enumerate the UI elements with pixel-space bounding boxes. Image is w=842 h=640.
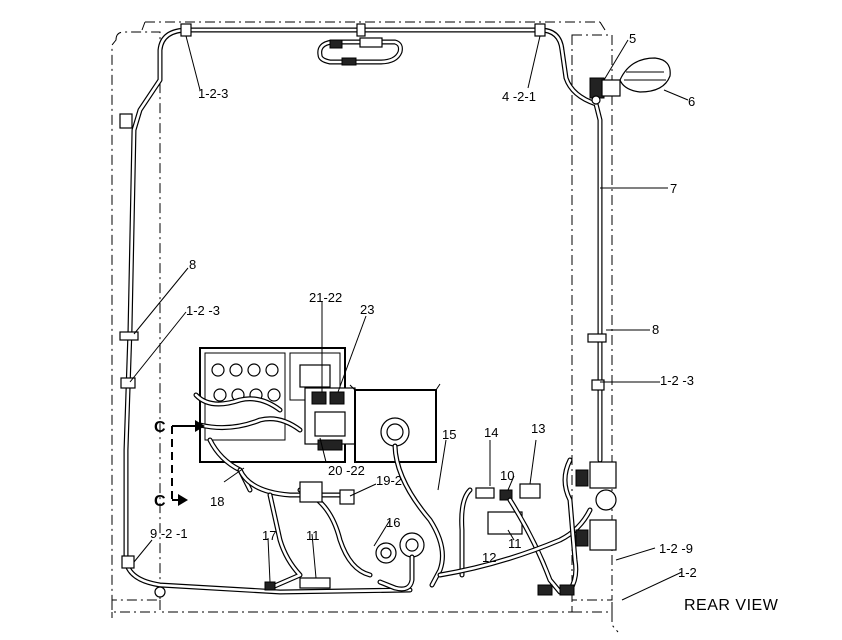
callout-10: 10 bbox=[500, 468, 514, 483]
cabinet-outline bbox=[111, 21, 619, 633]
section-c-markers bbox=[171, 420, 205, 506]
callout-21-22: 21-22 bbox=[309, 290, 342, 305]
view-title: REAR VIEW bbox=[684, 597, 779, 614]
callout-7: 7 bbox=[670, 181, 677, 196]
leader-lines bbox=[129, 35, 689, 601]
middle-harness bbox=[237, 467, 355, 591]
callout-13: 13 bbox=[531, 421, 545, 436]
callout-1-2: 1-2 bbox=[678, 565, 697, 580]
callout-9-2-1: 9 -2 -1 bbox=[150, 526, 188, 541]
section-marker-c-bottom: C bbox=[154, 493, 166, 510]
right-components bbox=[154, 457, 617, 598]
callout-17: 17 bbox=[262, 528, 276, 543]
callout-8-right: 8 bbox=[652, 322, 659, 337]
callout-12: 12 bbox=[482, 550, 496, 565]
callout-19-2: 19-2 bbox=[376, 473, 402, 488]
callout-8-left: 8 bbox=[189, 257, 196, 272]
callout-labels: 1-2-3 4 -2-1 5 6 7 8 1-2 -3 8 1-2 -3 21-… bbox=[150, 31, 779, 614]
pump-housing bbox=[349, 383, 445, 588]
light-assembly bbox=[589, 57, 671, 105]
control-box bbox=[193, 347, 356, 493]
callout-5: 5 bbox=[629, 31, 636, 46]
callout-23: 23 bbox=[360, 302, 374, 317]
callout-14: 14 bbox=[484, 425, 498, 440]
callout-1-2-9: 1-2 -9 bbox=[659, 541, 693, 556]
callout-11-center: 11 bbox=[306, 528, 320, 543]
callout-1-2-3-top: 1-2-3 bbox=[198, 86, 228, 101]
callout-16: 16 bbox=[386, 515, 400, 530]
callout-4-2-1: 4 -2-1 bbox=[502, 89, 536, 104]
callout-18: 18 bbox=[210, 494, 224, 509]
callout-6: 6 bbox=[688, 94, 695, 109]
callout-11-right: 11 bbox=[508, 536, 522, 551]
callout-1-2-3-right: 1-2 -3 bbox=[660, 373, 694, 388]
callout-1-2-3-left: 1-2 -3 bbox=[186, 303, 220, 318]
section-marker-c-top: C bbox=[154, 419, 166, 436]
callout-20-22: 20 -22 bbox=[328, 463, 365, 478]
callout-15: 15 bbox=[442, 427, 456, 442]
top-hose-assembly bbox=[317, 37, 403, 66]
